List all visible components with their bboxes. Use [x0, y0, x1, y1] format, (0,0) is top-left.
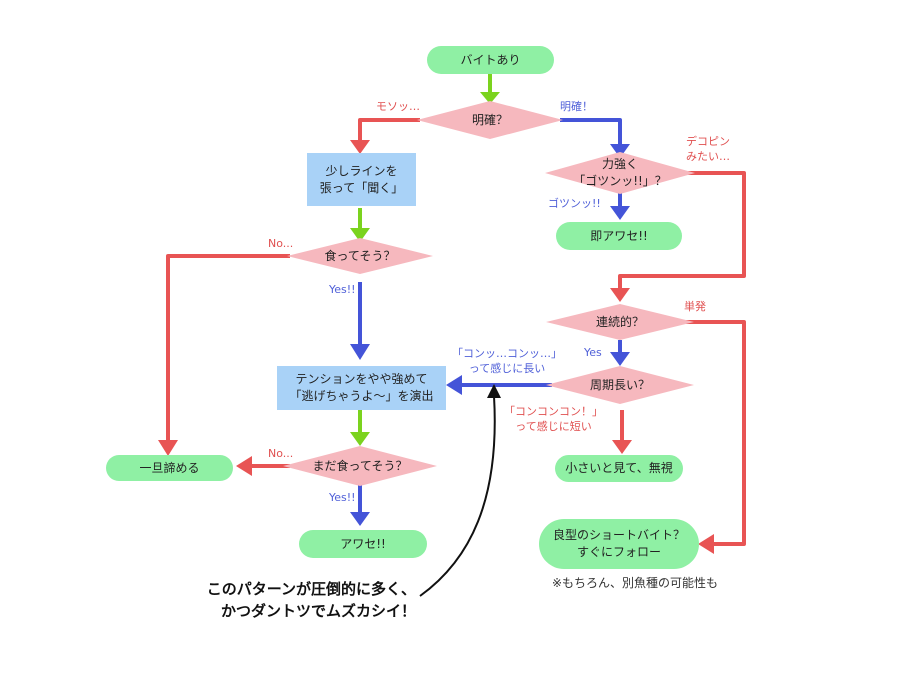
diamond-eating — [287, 238, 433, 274]
diamond-long-period — [546, 366, 694, 404]
decision-clear: 明確？ — [471, 112, 508, 127]
node-give-up: 一旦諦める — [106, 455, 233, 481]
decision-still-eating: まだ食ってそう？ — [312, 458, 408, 473]
arrow-single — [678, 320, 746, 546]
diamond-clear — [417, 101, 563, 139]
label-gotsun: ゴツンッ!! — [548, 197, 601, 210]
label-no-still: No... — [268, 447, 294, 460]
decision-eating: 食ってそう？ — [324, 248, 396, 263]
node-ignore: 小さいと見て、無視 — [555, 455, 683, 482]
callout-arrow — [419, 395, 496, 597]
arrow-listen-to-eating — [358, 208, 362, 230]
arrow-no-eating — [166, 254, 290, 440]
callout-arrowhead — [487, 384, 501, 398]
arrow-dekopin — [618, 171, 746, 290]
diamond-strong — [545, 152, 695, 194]
callout-text: このパターンが圧倒的に多く、 かつダントツでムズカシイ！ — [206, 580, 416, 620]
footnote: ※もちろん、別魚種の可能性も — [552, 576, 719, 590]
label-yes-still: Yes!! — [329, 491, 356, 504]
label-no-eating: No... — [268, 237, 294, 250]
arrow-start-to-clear — [488, 74, 492, 94]
decision-long-period: 周期長い？ — [589, 377, 650, 392]
label-single: 単発 — [684, 300, 706, 313]
label-dekopin: デコピン みたい… — [686, 135, 730, 163]
label-yes-eating: Yes!! — [329, 283, 356, 296]
diamond-continuous — [546, 304, 694, 340]
label-vague: モソッ… — [376, 100, 420, 113]
arrow-vague — [358, 118, 420, 140]
diamond-still-eating — [283, 446, 437, 486]
node-start: バイトあり — [427, 46, 554, 74]
arrow-tension-to-still — [358, 410, 362, 434]
node-tension: テンションをやや強めて 「逃げちゃうよ〜」を演出 — [277, 366, 446, 410]
arrow-clear — [560, 118, 622, 146]
label-short-period: 「コンコンコン！」 って感じに短い — [504, 405, 603, 433]
node-listen: 少しラインを 張って「聞く」 — [307, 153, 416, 206]
node-strike-now: 即アワセ!! — [556, 222, 682, 250]
decision-strong: 力強く 「ゴツンッ!!」？ — [573, 157, 667, 188]
node-strike: アワセ!! — [299, 530, 427, 558]
label-yes-continuous: Yes — [584, 346, 602, 359]
node-good-short: 良型のショートバイト？ すぐにフォロー — [539, 519, 699, 569]
decision-continuous: 連続的？ — [595, 314, 644, 329]
label-clear: 明確！ — [560, 100, 593, 113]
label-long-period: 「コンッ…コンッ…」 って感じに長い — [452, 347, 562, 375]
